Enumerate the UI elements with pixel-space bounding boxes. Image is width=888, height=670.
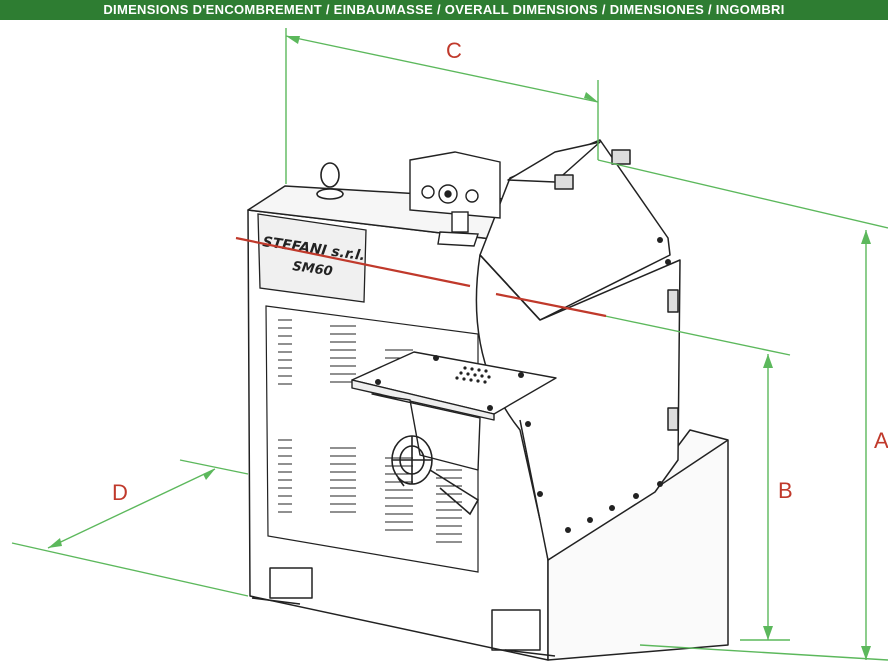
lifting-eye xyxy=(316,162,344,200)
housing-bolts xyxy=(525,237,671,533)
grinding-axis-line xyxy=(235,236,607,318)
dimension-label-a: A xyxy=(874,428,888,453)
table-grid xyxy=(375,355,524,411)
header-banner: DIMENSIONS D'ENCOMBREMENT / EINBAUMASSE … xyxy=(0,0,888,20)
hand-wheel xyxy=(391,435,480,516)
dimension-arrows xyxy=(48,36,871,660)
grinder-housing xyxy=(475,139,681,561)
control-box xyxy=(409,151,501,247)
brand-plate: STEFANI s.r.l. SM60 xyxy=(257,213,367,303)
dimension-label-b: B xyxy=(778,478,793,503)
dimension-label-c: C xyxy=(446,38,462,63)
work-table xyxy=(351,351,557,471)
dimension-lines xyxy=(11,28,888,661)
model-label: SM60 xyxy=(291,259,333,279)
dimension-label-d: D xyxy=(112,480,128,505)
